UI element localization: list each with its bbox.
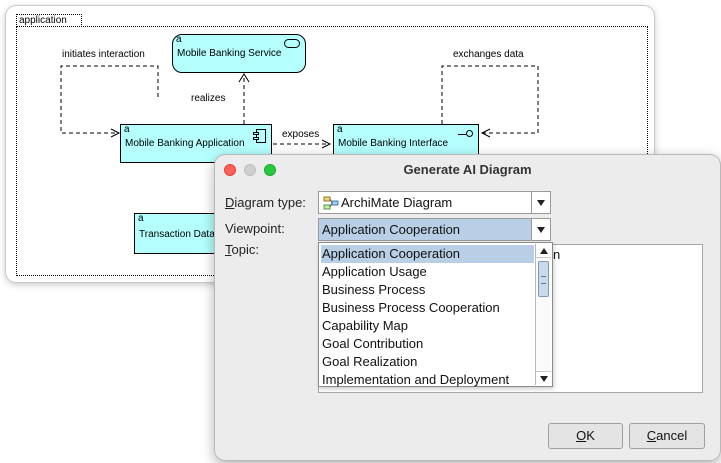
topic-label: Topic: (225, 242, 259, 257)
diagram-type-combo[interactable]: ArchiMate Diagram (318, 191, 551, 214)
viewpoint-option[interactable]: Goal Contribution (322, 336, 424, 351)
realizes-arrowhead (238, 73, 250, 83)
scroll-up-icon[interactable] (536, 244, 551, 258)
archimate-diagram-icon (323, 196, 339, 210)
exchanges-arrowhead (480, 128, 491, 138)
scroll-down-icon[interactable] (536, 371, 551, 385)
relationship-lines (60, 65, 539, 149)
dropdown-scrollbar[interactable] (535, 244, 551, 385)
interface-icon (458, 129, 474, 139)
viewpoint-option[interactable]: Goal Realization (322, 354, 418, 369)
topic-text: n (553, 247, 561, 262)
viewpoint-combo[interactable]: Application Cooperation (318, 218, 551, 241)
minimize-window-icon[interactable] (244, 164, 256, 176)
chevron-down-icon[interactable] (531, 192, 550, 213)
initiates-interaction-line (60, 65, 159, 134)
viewpoint-option[interactable]: Capability Map (322, 318, 408, 333)
group-label[interactable]: application (16, 14, 82, 27)
viewpoint-option[interactable]: Business Process (322, 282, 426, 297)
viewpoint-option[interactable]: Application Cooperation (321, 245, 534, 263)
service-icon (284, 39, 300, 48)
mobile-banking-service[interactable]: a Mobile Banking Service (172, 34, 306, 73)
cancel-button[interactable]: Cancel (629, 423, 705, 449)
diagram-type-label: Diagram type: (225, 195, 306, 210)
diagram-type-value: ArchiMate Diagram (341, 195, 453, 210)
scrollbar-thumb[interactable] (538, 261, 549, 297)
viewpoint-dropdown-list[interactable]: Application Cooperation Application Usag… (318, 242, 553, 387)
dialog-title: Generate AI Diagram (403, 162, 532, 177)
realizes-label: realizes (191, 93, 226, 104)
chevron-down-icon[interactable] (531, 219, 550, 240)
initiates-interaction-label: initiates interaction (62, 49, 145, 60)
viewpoint-value: Application Cooperation (322, 222, 461, 237)
exchanges-data-label: exchanges data (453, 49, 524, 60)
component-icon (253, 129, 266, 143)
initiates-arrowhead (110, 128, 121, 138)
maximize-window-icon[interactable] (264, 164, 276, 176)
viewpoint-option[interactable]: Business Process Cooperation (322, 300, 500, 315)
exposes-arrowhead (321, 139, 332, 149)
exchanges-data-line (441, 65, 539, 134)
viewpoint-option[interactable]: Application Usage (322, 264, 427, 279)
close-window-icon[interactable] (224, 164, 236, 176)
ok-button[interactable]: OK (548, 423, 623, 449)
viewpoint-option[interactable]: Implementation and Deployment (322, 372, 510, 387)
exposes-label: exposes (282, 129, 320, 140)
viewpoint-label: Viewpoint: (225, 221, 285, 236)
